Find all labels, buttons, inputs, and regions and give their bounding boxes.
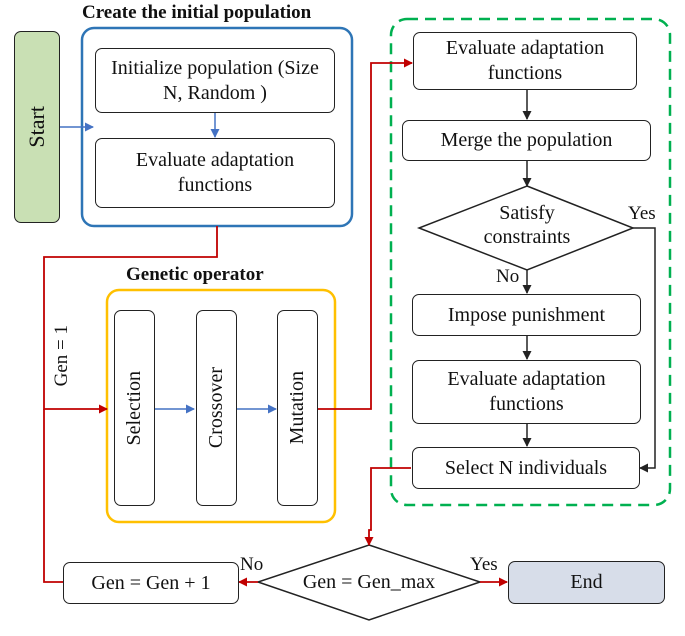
start-node: Start bbox=[14, 31, 60, 223]
evaluate-init-node: Evaluate adaptation functions bbox=[95, 138, 335, 208]
evaluate-init-label: Evaluate adaptation functions bbox=[135, 149, 295, 196]
merge-population-label: Merge the population bbox=[440, 129, 613, 151]
evaluate-2-node: Evaluate adaptation functions bbox=[412, 360, 641, 424]
satisfy-yes-label: Yes bbox=[628, 203, 656, 224]
evaluate-1-node: Evaluate adaptation functions bbox=[413, 32, 637, 90]
satisfy-no-label: No bbox=[496, 266, 520, 287]
select-n-individuals-node: Select N individuals bbox=[412, 447, 640, 489]
increment-gen-label: Gen = Gen + 1 bbox=[91, 571, 211, 594]
init-group-title: Create the initial population bbox=[82, 2, 312, 23]
mutation-node: Mutation bbox=[277, 310, 318, 506]
init-to-operator-arrow bbox=[43, 226, 218, 414]
gen-init-label: Gen = 1 bbox=[51, 325, 72, 387]
satisfy-yes-arrow bbox=[633, 227, 656, 473]
crossover-node: Crossover bbox=[196, 310, 237, 506]
end-label: End bbox=[570, 571, 603, 593]
selection-node: Selection bbox=[114, 310, 155, 506]
impose-punishment-node: Impose punishment bbox=[412, 294, 641, 336]
start-label: Start bbox=[24, 106, 50, 148]
gencheck-no-label: No bbox=[240, 554, 264, 575]
mutation-label: Mutation bbox=[286, 371, 308, 445]
evaluate-1-label: Evaluate adaptation functions bbox=[445, 37, 605, 84]
increment-loop-arrow bbox=[43, 409, 63, 583]
operator-group-title: Genetic operator bbox=[126, 264, 264, 285]
gen-max-label: Gen = Gen_max bbox=[302, 571, 436, 593]
evaluation-loop-group bbox=[389, 17, 672, 507]
merge-population-node: Merge the population bbox=[402, 120, 651, 161]
gencheck-yes-label: Yes bbox=[470, 554, 498, 575]
select-to-gencheck-arrow bbox=[364, 467, 411, 546]
initialize-population-node: Initialize population (Size N, Random ) bbox=[95, 48, 335, 113]
impose-punishment-label: Impose punishment bbox=[447, 303, 606, 326]
satisfy-constraints-label: Satisfy constraints bbox=[483, 202, 571, 248]
gen-max-diamond bbox=[255, 544, 483, 621]
increment-gen-node: Gen = Gen + 1 bbox=[63, 562, 239, 604]
evaluate-2-label: Evaluate adaptation functions bbox=[447, 368, 606, 415]
select-n-individuals-label: Select N individuals bbox=[444, 456, 608, 479]
selection-label: Selection bbox=[123, 370, 145, 446]
crossover-label: Crossover bbox=[205, 367, 227, 449]
end-node: End bbox=[508, 561, 665, 604]
mutation-to-eval-arrow bbox=[318, 58, 413, 410]
initialize-population-label: Initialize population (Size N, Random ) bbox=[111, 56, 319, 104]
